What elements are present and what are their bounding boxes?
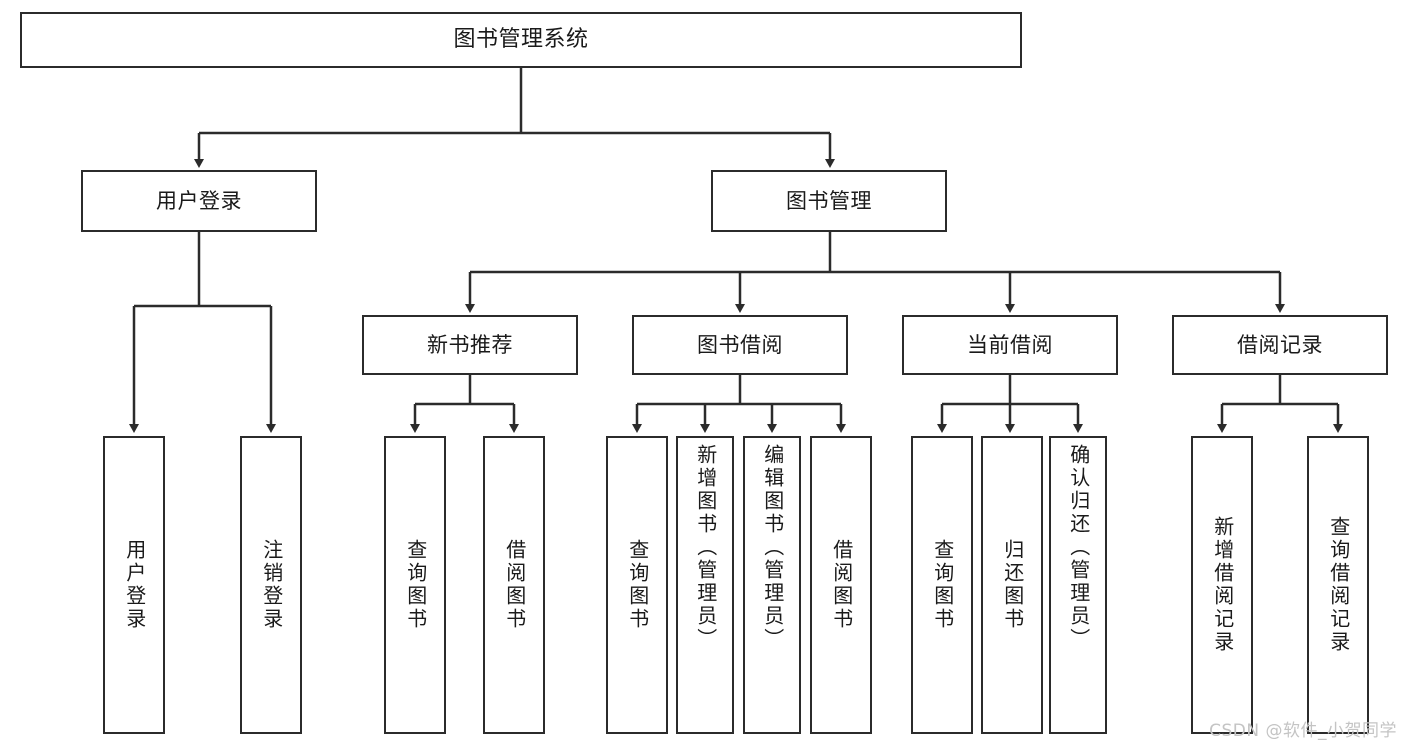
node-label: 查询图书 xyxy=(930,539,955,631)
node-label: 查询图书 xyxy=(403,539,428,631)
node-label: 图书管理 xyxy=(786,188,872,213)
csdn-watermark: CSDN @软件_小贺同学 xyxy=(1209,721,1397,741)
node-label: 图书借阅 xyxy=(697,332,783,357)
leaf-borrow-book[interactable]: 借阅图书 xyxy=(810,436,872,734)
node-label: 新增借阅记录 xyxy=(1210,516,1235,654)
node-label: 编辑图书（管理员） xyxy=(760,444,785,651)
node-user-login[interactable]: 用户登录 xyxy=(81,170,317,232)
node-label: 借阅图书 xyxy=(829,539,854,631)
node-new-book-recommend[interactable]: 新书推荐 xyxy=(362,315,578,375)
leaf-edit-book-admin[interactable]: 编辑图书（管理员） xyxy=(743,436,801,734)
node-current-borrow[interactable]: 当前借阅 xyxy=(902,315,1118,375)
node-label: 借阅图书 xyxy=(502,539,527,631)
leaf-return-book[interactable]: 归还图书 xyxy=(981,436,1043,734)
node-root-system[interactable]: 图书管理系统 xyxy=(20,12,1022,68)
node-label: 归还图书 xyxy=(1000,539,1025,631)
leaf-query-borrow-record[interactable]: 查询借阅记录 xyxy=(1307,436,1369,734)
leaf-query-book-current[interactable]: 查询图书 xyxy=(911,436,973,734)
leaf-add-borrow-record[interactable]: 新增借阅记录 xyxy=(1191,436,1253,734)
node-label: 查询图书 xyxy=(625,539,650,631)
leaf-logout[interactable]: 注销登录 xyxy=(240,436,302,734)
leaf-borrow-book-recommend[interactable]: 借阅图书 xyxy=(483,436,545,734)
node-label: 用户登录 xyxy=(156,188,242,213)
leaf-add-book-admin[interactable]: 新增图书（管理员） xyxy=(676,436,734,734)
node-label: 确认归还（管理员） xyxy=(1066,444,1091,651)
leaf-query-book-borrow[interactable]: 查询图书 xyxy=(606,436,668,734)
leaf-confirm-return-admin[interactable]: 确认归还（管理员） xyxy=(1049,436,1107,734)
node-label: 新书推荐 xyxy=(427,332,513,357)
node-label: 图书管理系统 xyxy=(453,26,589,52)
node-book-borrow[interactable]: 图书借阅 xyxy=(632,315,848,375)
node-label: 用户登录 xyxy=(122,539,147,631)
leaf-user-login[interactable]: 用户登录 xyxy=(103,436,165,734)
node-label: 注销登录 xyxy=(259,539,284,631)
node-book-management[interactable]: 图书管理 xyxy=(711,170,947,232)
node-label: 查询借阅记录 xyxy=(1326,516,1351,654)
node-label: 当前借阅 xyxy=(967,332,1053,357)
node-borrow-record[interactable]: 借阅记录 xyxy=(1172,315,1388,375)
node-label: 新增图书（管理员） xyxy=(693,444,718,651)
leaf-query-book-recommend[interactable]: 查询图书 xyxy=(384,436,446,734)
node-label: 借阅记录 xyxy=(1237,332,1323,357)
